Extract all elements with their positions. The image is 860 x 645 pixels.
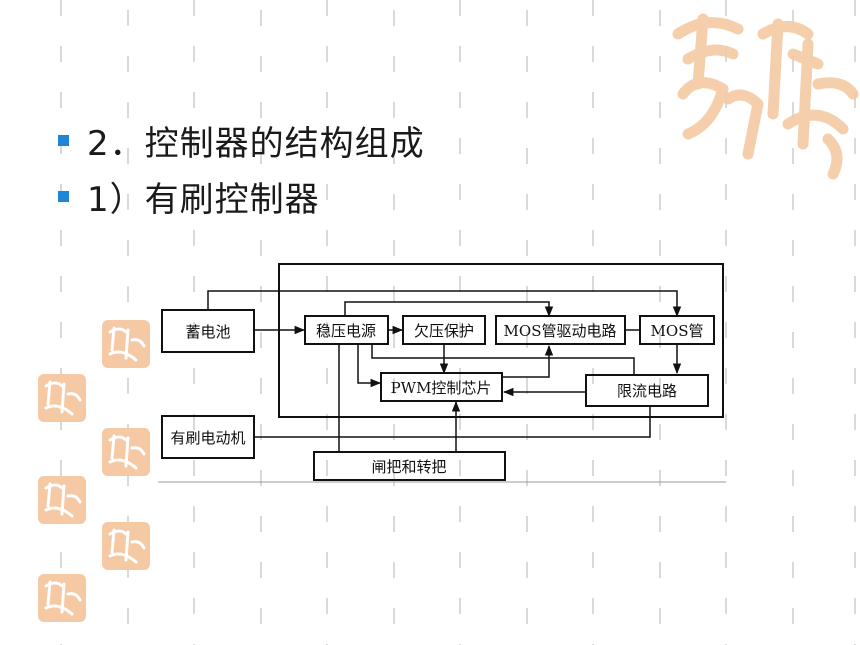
edge-pwm-mosdriver [502, 344, 554, 378]
node-label-currentlimit: 限流电路 [617, 382, 677, 400]
node-label-pwm: PWM控制芯片 [391, 379, 492, 397]
node-box-undervoltage [402, 315, 486, 345]
slide-heading: 2．控制器的结构组成 [87, 124, 425, 164]
node-box-mos [639, 315, 715, 345]
node-label-mos: MOS管 [651, 322, 704, 340]
node-label-regulator: 稳压电源 [316, 322, 376, 340]
auspicious-seal-small-3 [102, 428, 150, 476]
edge-currentlimit-motor [254, 406, 651, 438]
auspicious-seal-small-2 [38, 374, 86, 422]
node-box-regulator [304, 315, 389, 345]
node-box-currentlimit [585, 374, 709, 407]
edge-regulator-pwm [357, 344, 382, 388]
auspicious-seal-small-4 [38, 476, 86, 524]
controller-frame [278, 263, 724, 418]
node-box-pwm [380, 372, 503, 402]
auspicious-seal-large [672, 13, 859, 180]
bullet-square-icon [58, 191, 69, 202]
node-box-battery [161, 309, 255, 353]
node-label-motor: 有刷电动机 [170, 429, 245, 447]
heading-row: 2．控制器的结构组成 [58, 116, 425, 165]
node-label-throttle: 闸把和转把 [371, 458, 446, 476]
bullet-square-icon [58, 135, 69, 146]
auspicious-seal-small-5 [102, 522, 150, 570]
node-label-battery: 蓄电池 [185, 323, 230, 341]
node-label-undervoltage: 欠压保护 [414, 322, 474, 340]
node-box-throttle [313, 451, 506, 481]
edge-battery-mos [207, 290, 682, 318]
subheading-row: 1）有刷控制器 [58, 172, 320, 221]
node-box-mosdriver [495, 315, 626, 345]
edge-regulator-mosdriver [344, 301, 554, 318]
edge-regulator-currentlimit [371, 344, 635, 375]
auspicious-seal-small-1 [102, 320, 150, 368]
node-label-mosdriver: MOS管驱动电路 [504, 322, 617, 340]
slide-subheading: 1）有刷控制器 [87, 180, 320, 220]
node-box-motor [161, 415, 255, 459]
auspicious-seal-small-6 [38, 574, 86, 622]
